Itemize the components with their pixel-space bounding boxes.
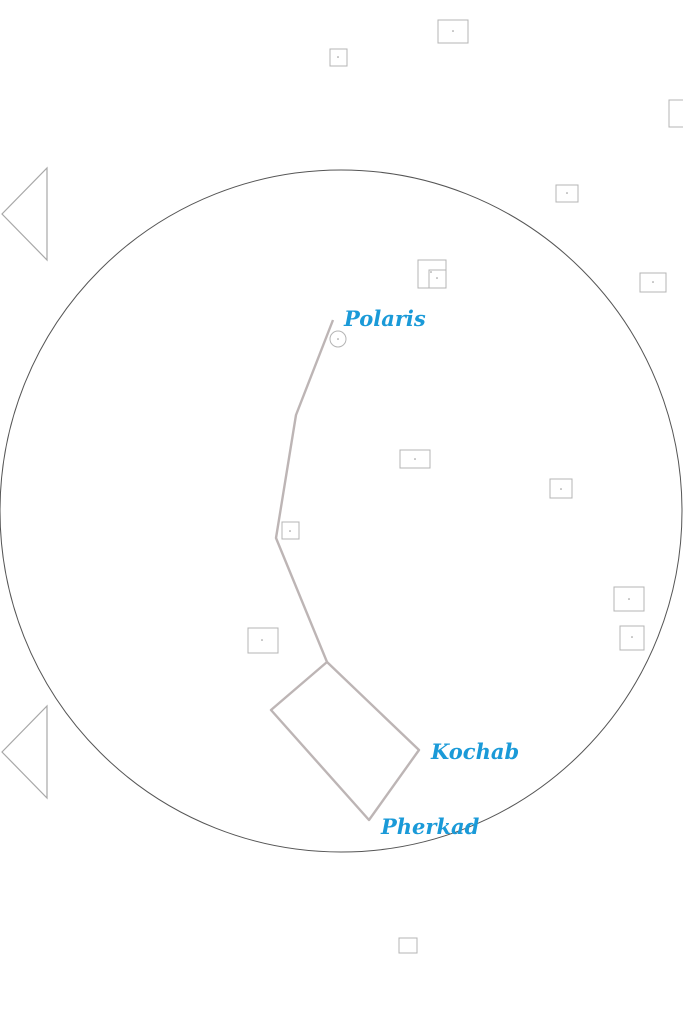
- star-marker[interactable]: [417, 259, 447, 289]
- polaris-marker[interactable]: [329, 330, 347, 348]
- ursa-minor-bowl-line: [269, 660, 421, 822]
- label-polaris: Polaris: [343, 306, 426, 331]
- label-pherkad: Pherkad: [380, 814, 480, 839]
- star-marker[interactable]: [399, 449, 431, 469]
- polaris-dot: [337, 338, 339, 340]
- star-marker[interactable]: [437, 19, 469, 44]
- star-marker[interactable]: [281, 521, 300, 540]
- ursa-minor-handle-line: [274, 319, 335, 663]
- star-marker[interactable]: [247, 627, 279, 654]
- star-marker[interactable]: [329, 48, 348, 67]
- star-marker[interactable]: [398, 937, 418, 954]
- star-marker[interactable]: [555, 184, 579, 203]
- star-marker[interactable]: [668, 99, 683, 128]
- triangle-left-icon[interactable]: [1, 704, 48, 800]
- sky-circle: [0, 169, 683, 853]
- star-marker[interactable]: [613, 586, 645, 612]
- star-markers: [247, 19, 683, 954]
- star-marker[interactable]: [619, 625, 645, 651]
- triangle-left-icon[interactable]: [1, 166, 48, 262]
- label-kochab: Kochab: [430, 739, 519, 764]
- star-marker[interactable]: [549, 478, 573, 499]
- star-marker[interactable]: [639, 272, 667, 293]
